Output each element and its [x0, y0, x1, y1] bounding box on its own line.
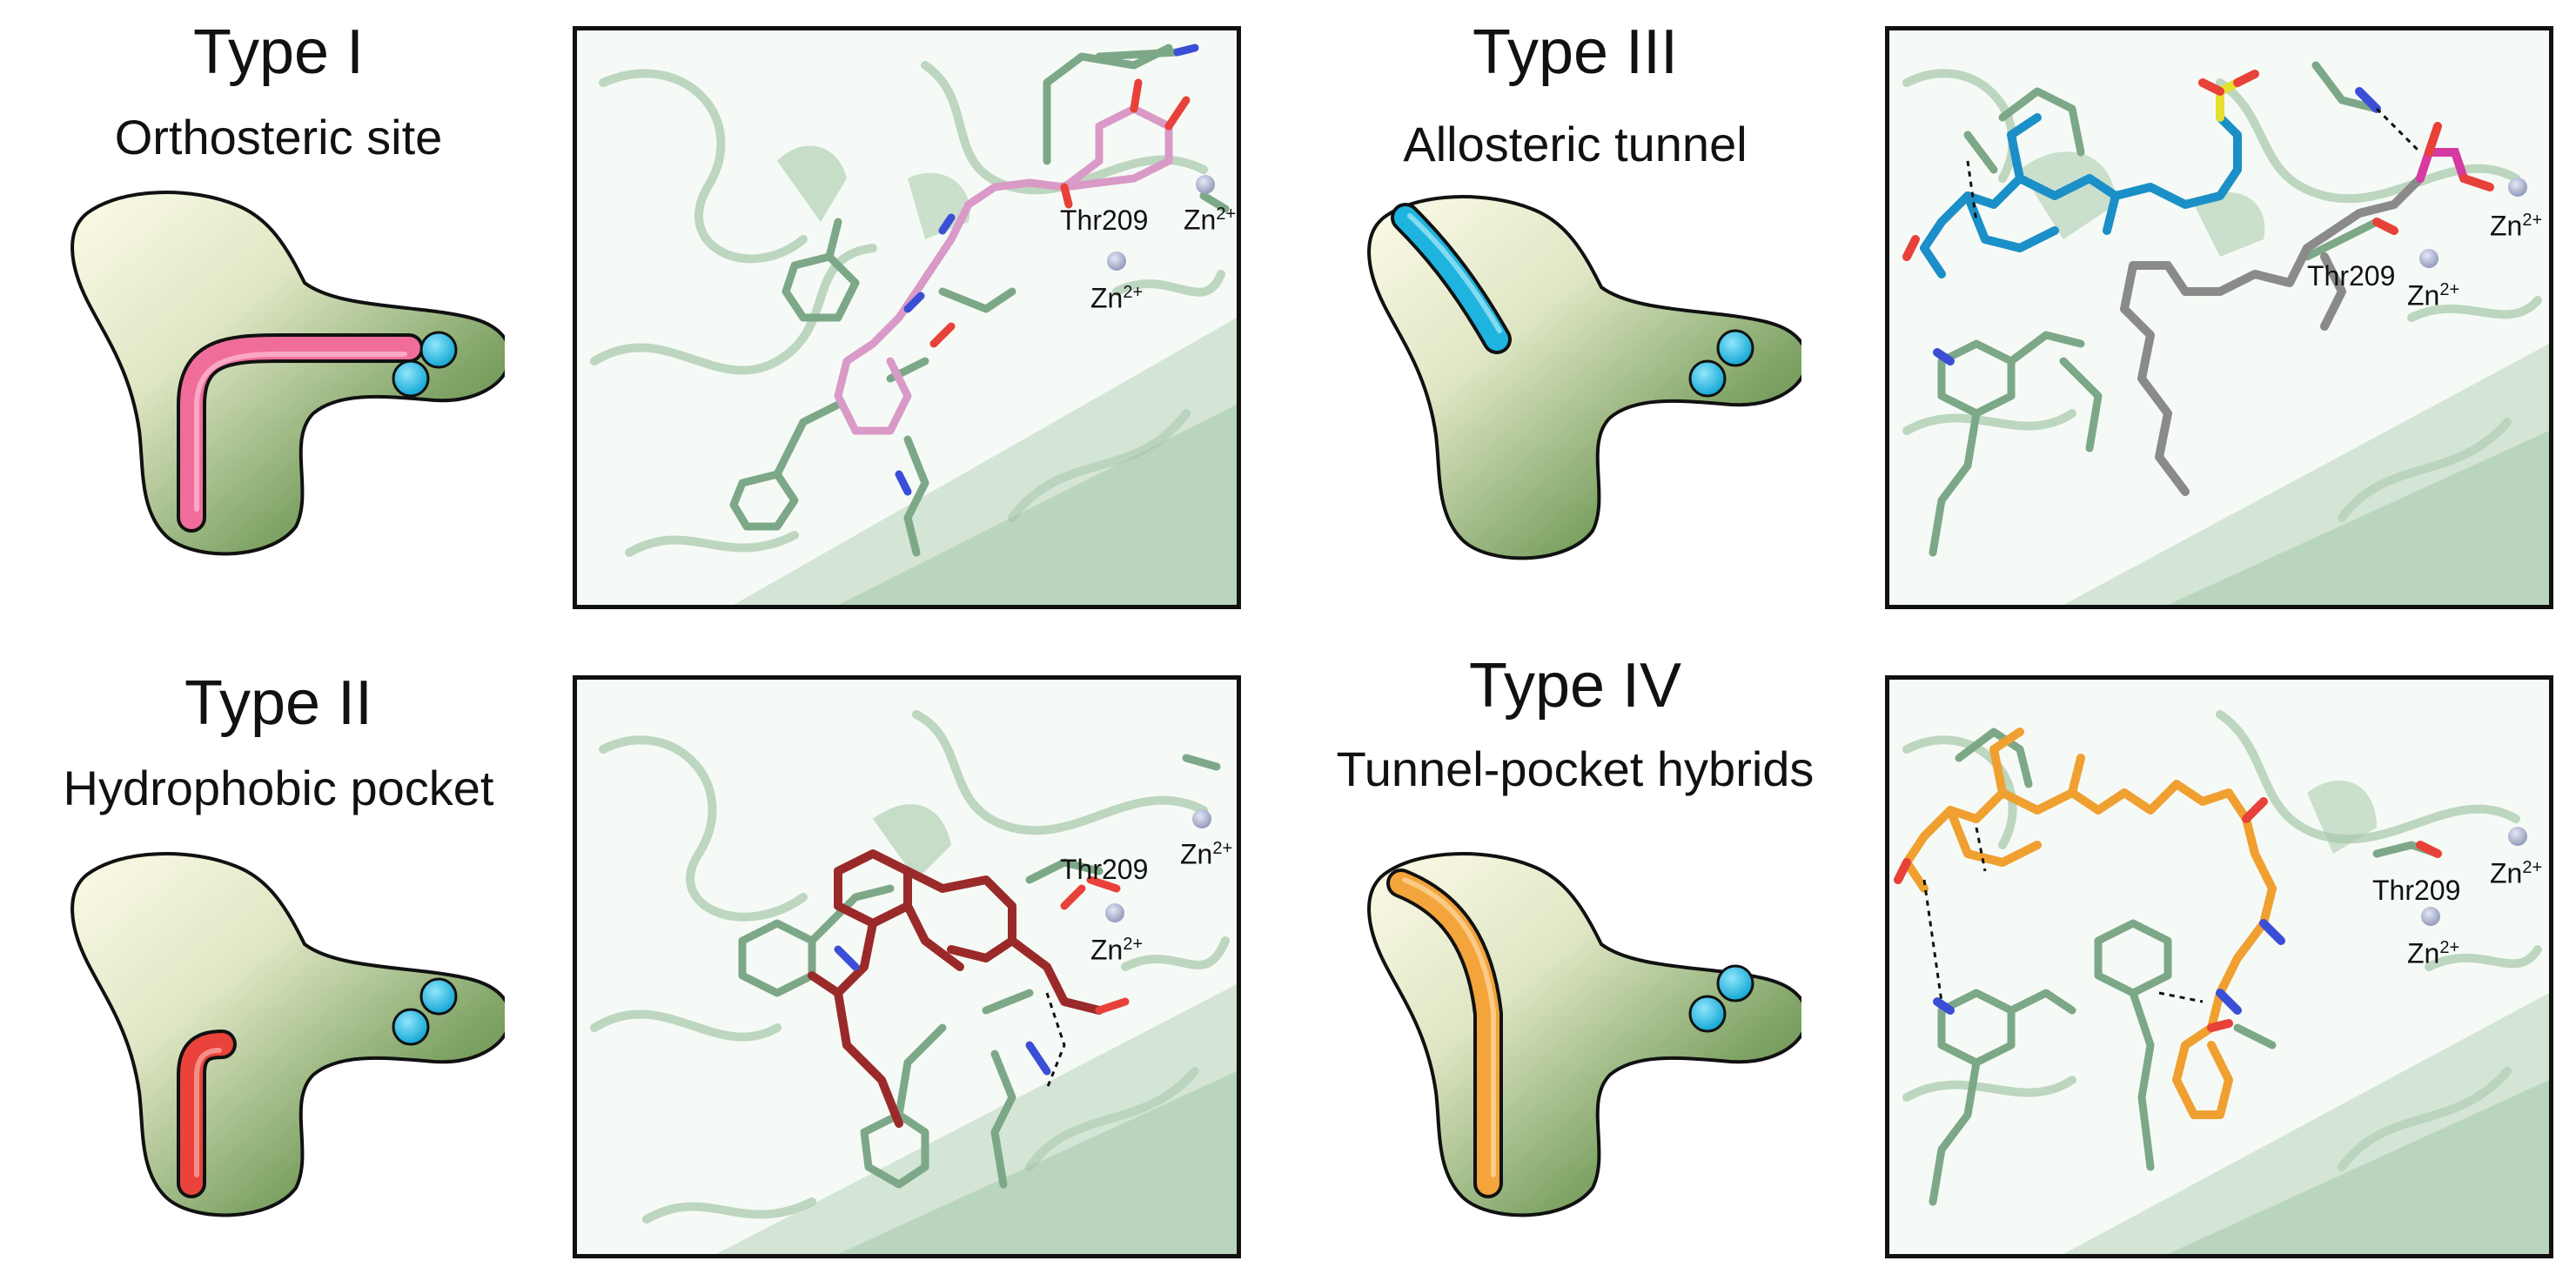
type3-structure-panel: Thr209 Zn2+ Zn2+ [1885, 26, 2553, 609]
type1-zinc-ion [419, 331, 458, 369]
type3-zn-label: Zn2+ [2407, 279, 2460, 312]
type1-title: Type I [192, 17, 365, 87]
type4-zinc-ion [1688, 995, 1727, 1033]
type2-zn-label: Zn2+ [1090, 934, 1144, 966]
type2-structure-panel: Thr209 Zn2+ Zn2+ [573, 675, 1241, 1258]
type3-subtitle: Allosteric tunnel [1403, 117, 1748, 171]
type1-structure-panel: Thr209 Zn2+ Zn2+ [573, 26, 1241, 609]
type2-zinc-ion [419, 977, 458, 1016]
type3-schematic [1367, 195, 1801, 560]
type3-title: Type III [1472, 17, 1679, 87]
type4-subtitle: Tunnel-pocket hybrids [1336, 741, 1815, 796]
type4-schematic [1367, 852, 1801, 1217]
type2-zinc-ion [392, 1008, 430, 1046]
type2-subtitle: Hydrophobic pocket [63, 761, 494, 815]
type1-zn-label: Zn2+ [1184, 204, 1237, 236]
type4-title: Type IV [1468, 651, 1682, 721]
type2-schematic [70, 852, 505, 1217]
type3-zn-sphere [2508, 178, 2527, 197]
type1-subtitle: Orthosteric site [114, 110, 443, 164]
type1-thr209-label: Thr209 [1060, 205, 1149, 236]
type2-tunnel-shape [70, 852, 505, 1217]
type4-zn-label: Zn2+ [2490, 857, 2543, 889]
type2-title: Type II [184, 668, 373, 738]
type1-zn-sphere [1107, 252, 1126, 271]
type4-zinc-ion [1716, 964, 1754, 1003]
type3-zinc-ion [1716, 329, 1754, 367]
type4-zn-label: Zn2+ [2407, 937, 2460, 969]
type1-schematic [70, 191, 505, 556]
type2-zn-sphere [1105, 903, 1124, 922]
type1-zinc-ion [392, 359, 430, 398]
type2-zn-sphere [1192, 809, 1211, 828]
type1-zn-sphere [1196, 175, 1215, 194]
type2-zn-label: Zn2+ [1180, 838, 1233, 870]
type4-structure-panel: Thr209 Zn2+ Zn2+ [1885, 675, 2553, 1258]
type1-zn-label: Zn2+ [1090, 282, 1144, 314]
type4-zn-sphere [2421, 907, 2440, 926]
type3-zinc-ion [1688, 359, 1727, 398]
type3-zn-sphere [2419, 249, 2438, 268]
type4-thr209-label: Thr209 [2372, 875, 2461, 906]
type4-zn-sphere [2508, 827, 2527, 846]
type3-zn-label: Zn2+ [2490, 210, 2543, 242]
type1-tunnel-shape [70, 191, 505, 556]
type3-thr209-label: Thr209 [2307, 260, 2396, 292]
type2-thr209-label: Thr209 [1060, 854, 1149, 885]
